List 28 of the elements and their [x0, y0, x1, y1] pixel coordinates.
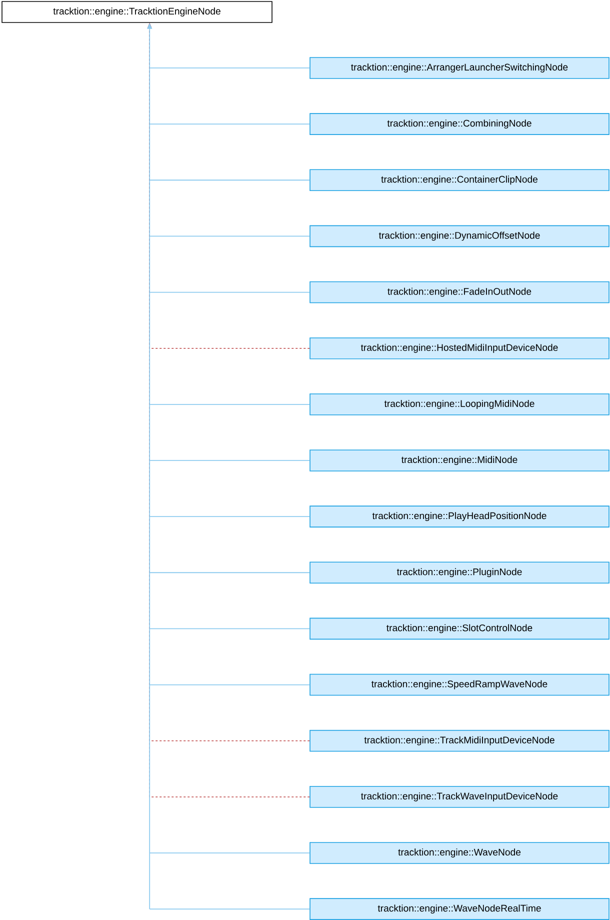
connector-line — [149, 404, 310, 405]
class-box: tracktion::engine::LoopingMidiNode — [310, 394, 610, 416]
class-box: tracktion::engine::HostedMidiInputDeviceNode — [310, 337, 610, 360]
class-box: tracktion::engine::CombiningNode — [310, 113, 610, 135]
connector-line — [149, 180, 310, 181]
connector-line — [149, 852, 310, 854]
connector-line — [149, 460, 310, 461]
class-box: tracktion::engine::ArrangerLauncherSwitchingNode — [310, 57, 610, 79]
base-class-box: tracktion::engine::TracktionEngineNode — [2, 1, 272, 23]
connector-line — [149, 516, 310, 517]
class-box: tracktion::engine::MidiNode — [310, 450, 610, 472]
class-box: tracktion::engine::WaveNodeRealTime — [310, 898, 610, 920]
connector-line — [149, 572, 310, 574]
class-box: tracktion::engine::PluginNode — [310, 562, 610, 584]
class-box: tracktion::engine::TrackWaveInputDeviceNode — [310, 786, 610, 808]
class-box: tracktion::engine::WaveNode — [310, 842, 610, 864]
class-box: tracktion::engine::ContainerClipNode — [310, 169, 610, 192]
connector-line — [149, 292, 310, 293]
class-box: tracktion::engine::SlotControlNode — [310, 618, 610, 640]
class-box: tracktion::engine::FadeInOutNode — [310, 281, 610, 304]
class-box: tracktion::engine::DynamicOffsetNode — [310, 225, 610, 248]
connector-line — [149, 628, 310, 630]
class-box: tracktion::engine::TrackMidiInputDeviceNode — [310, 730, 610, 752]
class-box: tracktion::engine::SpeedRampWaveNode — [310, 674, 610, 696]
connector-line — [149, 684, 310, 686]
connector-line — [149, 908, 310, 910]
class-box: tracktion::engine::PlayHeadPositionNode — [310, 506, 610, 528]
connector-line — [149, 236, 310, 237]
